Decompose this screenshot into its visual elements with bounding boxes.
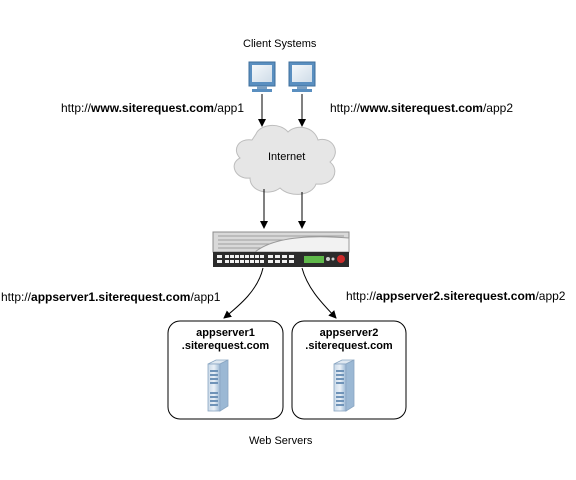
internet-label: Internet [268, 151, 306, 163]
url-top-left-host: www.siterequest.com [91, 101, 214, 115]
url-bottom-right: http://appserver2.siterequest.com/app2 [346, 289, 565, 303]
server2-label-line1: appserver2 [319, 327, 379, 339]
url-top-right: http://www.siterequest.com/app2 [330, 101, 513, 115]
arrow-appliance-to-server1 [223, 267, 264, 319]
server2-label-line2: .siterequest.com [305, 340, 393, 352]
client-left-icon [248, 61, 276, 92]
url-top-left: http://www.siterequest.com/app1 [61, 101, 244, 115]
url-top-right-prefix: http:// [330, 101, 361, 115]
url-bottom-right-prefix: http:// [346, 289, 377, 303]
url-bottom-left-prefix: http:// [1, 290, 32, 304]
url-bottom-left-host: appserver1.siterequest.com [31, 290, 191, 304]
web-servers-label: Web Servers [249, 435, 313, 447]
server2-label: appserver2 .siterequest.com [292, 327, 406, 353]
url-top-left-prefix: http:// [61, 101, 92, 115]
server1-label-line2: .siterequest.com [181, 340, 270, 352]
server1-label: appserver1 .siterequest.com [168, 327, 283, 353]
client-systems-label: Client Systems [243, 38, 317, 50]
server1-tower-icon [207, 359, 229, 412]
url-top-right-host: www.siterequest.com [360, 101, 483, 115]
arrow-appliance-to-server2 [301, 267, 337, 319]
url-bottom-left: http://appserver1.siterequest.com/app1 [1, 290, 220, 304]
appliance-icon [212, 231, 350, 267]
url-bottom-right-path: /app2 [535, 289, 566, 303]
url-bottom-left-path: /app1 [190, 290, 221, 304]
url-top-left-path: /app1 [213, 101, 244, 115]
url-top-right-path: /app2 [482, 101, 513, 115]
server1-label-line1: appserver1 [196, 327, 255, 339]
cloud-icon [233, 125, 336, 195]
client-right-icon [288, 61, 316, 92]
url-bottom-right-host: appserver2.siterequest.com [376, 289, 536, 303]
server2-tower-icon [333, 359, 355, 412]
